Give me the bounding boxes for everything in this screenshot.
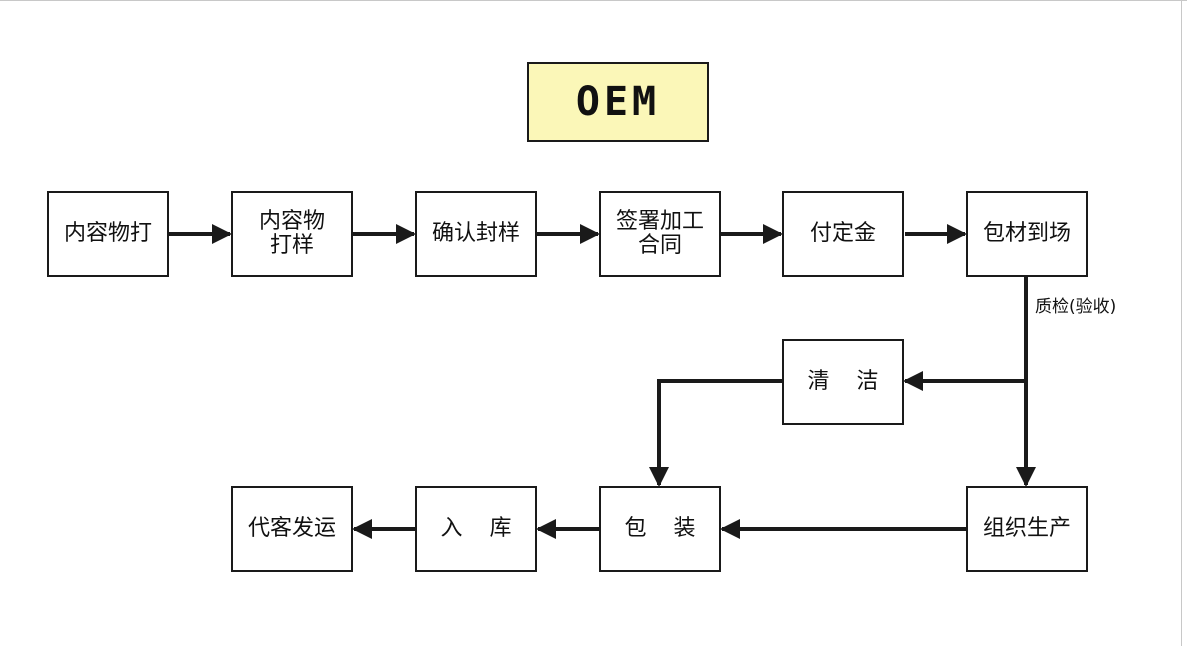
node-label: 组织生产	[982, 516, 1071, 541]
node-label: 内容物 打样	[258, 209, 325, 258]
node-warehousing: 入 库	[415, 486, 537, 572]
node-confirm-seal-sample: 确认封样	[415, 191, 537, 277]
node-production: 组织生产	[966, 486, 1088, 572]
frame-top-border	[0, 0, 1187, 1]
arrow-n7-n9	[649, 379, 783, 487]
node-packing: 包 装	[599, 486, 721, 572]
node-label: 包材到场	[982, 221, 1071, 246]
node-label: 包 装	[624, 516, 706, 541]
node-label: 确认封样	[431, 221, 520, 246]
node-label: 内容物打	[63, 221, 152, 246]
node-content-sample: 内容物打	[47, 191, 169, 277]
node-sign-contract: 签署加工 合同	[599, 191, 721, 277]
node-packaging-arrival: 包材到场	[966, 191, 1088, 277]
node-label: 入 库	[440, 516, 522, 541]
title-text: OEM	[575, 79, 661, 125]
node-label: 付定金	[809, 221, 876, 246]
frame-right-border	[1181, 0, 1182, 646]
title-box: OEM	[527, 62, 709, 142]
node-cleaning: 清 洁	[782, 339, 904, 425]
node-pay-deposit: 付定金	[782, 191, 904, 277]
node-label: 清 洁	[807, 369, 889, 394]
node-label: 签署加工 合同	[615, 209, 704, 258]
node-content-proofing: 内容物 打样	[231, 191, 353, 277]
node-shipping: 代客发运	[231, 486, 353, 572]
edge-label-qc: 质检(验收)	[1035, 297, 1117, 317]
node-label: 代客发运	[247, 516, 336, 541]
